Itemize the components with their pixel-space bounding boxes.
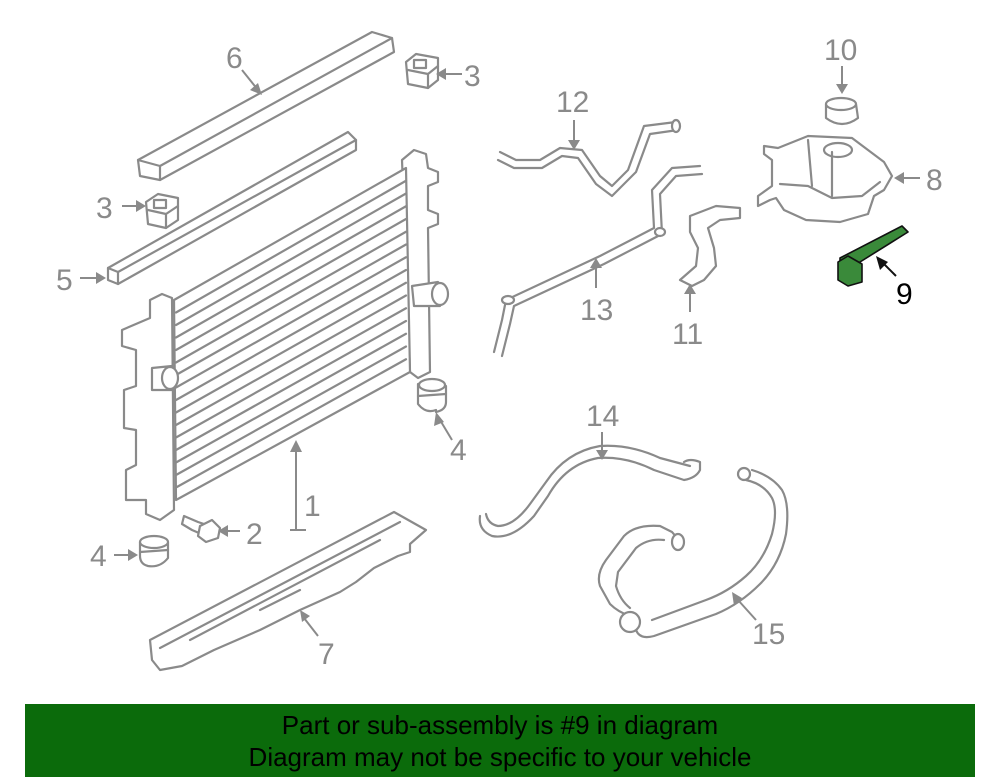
callout-labels: 6 3 3 5 1 2 4 4 7 12 13 11 10 8 9 14 15 <box>56 34 943 671</box>
part-13-hose <box>492 164 704 358</box>
part-4-mount-lower <box>138 534 170 568</box>
banner-line-1: Part or sub-assembly is #9 in diagram <box>281 710 719 740</box>
radiator-fin <box>174 281 408 414</box>
part-5-seal <box>106 130 358 286</box>
radiator-fin <box>174 358 408 489</box>
callout-6: 6 <box>226 42 243 75</box>
callout-8: 8 <box>926 164 943 197</box>
callout-2: 2 <box>246 518 263 551</box>
part-4-mount-upper <box>416 377 448 414</box>
parts-diagram: 6 3 3 5 1 2 4 4 7 12 13 11 10 8 9 14 15 <box>56 30 943 672</box>
callout-12: 12 <box>556 86 589 119</box>
radiator-fin <box>174 332 408 464</box>
radiator-fin <box>174 179 408 314</box>
radiator-fin <box>174 256 408 389</box>
callout-4-lower: 4 <box>90 540 107 573</box>
info-banner: Part or sub-assembly is #9 in diagram Di… <box>25 704 975 777</box>
radiator-fin <box>174 230 408 364</box>
callout-10: 10 <box>824 34 857 67</box>
part-14-hose <box>478 444 702 538</box>
radiator-fin <box>174 294 408 427</box>
part-10-cap <box>824 96 860 126</box>
radiator-fin <box>174 192 408 327</box>
radiator-fin <box>174 217 408 352</box>
part-3-clip-upper <box>404 52 440 90</box>
part-1-radiator <box>120 148 450 522</box>
callout-13: 13 <box>580 294 613 327</box>
part-15-hose <box>597 466 789 639</box>
radiator-fin <box>174 319 408 452</box>
radiator-fin <box>174 345 408 477</box>
banner-line-2: Diagram may not be specific to your vehi… <box>248 742 752 772</box>
part-9-bracket-highlighted <box>837 225 909 287</box>
callout-3-upper: 3 <box>464 60 481 93</box>
radiator-fin <box>174 307 408 439</box>
part-6-seal <box>136 30 396 182</box>
callout-3-lower: 3 <box>96 192 113 225</box>
callout-1: 1 <box>304 490 321 523</box>
leader-lines <box>80 66 920 637</box>
radiator-fin <box>174 243 408 377</box>
radiator-fin <box>174 205 408 339</box>
part-12-hose <box>496 118 682 198</box>
part-2-bolt <box>180 514 222 544</box>
radiator-fin <box>174 268 408 402</box>
part-3-clip-lower <box>144 192 180 230</box>
callout-5: 5 <box>56 264 73 297</box>
part-11-hose <box>678 204 742 288</box>
callout-15: 15 <box>752 618 785 651</box>
callout-7: 7 <box>318 638 335 671</box>
callout-14: 14 <box>586 400 619 433</box>
callout-9: 9 <box>896 278 913 311</box>
part-8-reservoir <box>756 134 894 224</box>
callout-4-upper: 4 <box>450 434 467 467</box>
part-7-deflector <box>148 510 428 672</box>
callout-11: 11 <box>672 318 703 351</box>
